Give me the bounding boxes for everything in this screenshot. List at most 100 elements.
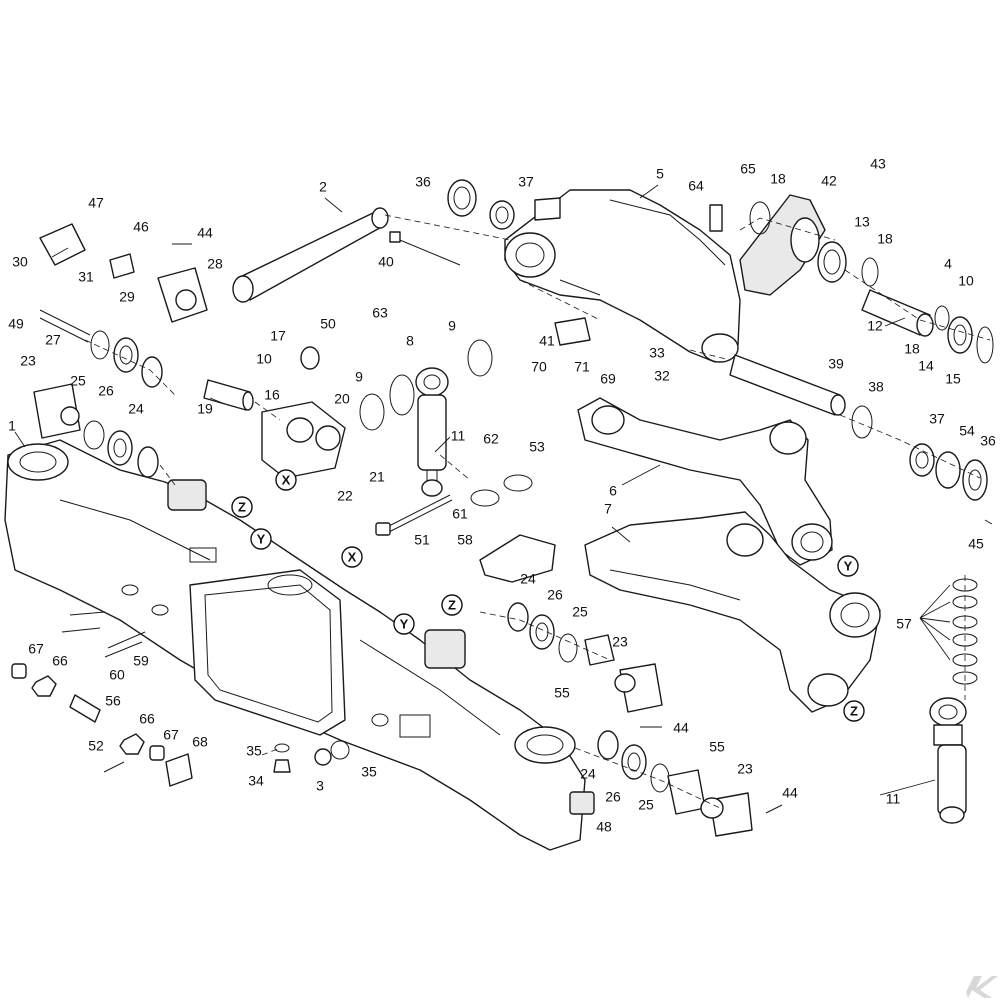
reference-markers: Z Y X X Z Y Y Z <box>231 469 865 722</box>
hydraulic-cylinder-upper <box>415 367 449 497</box>
callout-53: 53 <box>529 439 545 455</box>
callout-58: 58 <box>457 532 473 548</box>
axle-housing <box>4 439 586 851</box>
callout-25a: 25 <box>70 373 86 389</box>
callout-49: 49 <box>8 316 24 332</box>
callout-23b: 23 <box>612 634 628 650</box>
callout-9b: 9 <box>355 369 363 385</box>
callout-32: 32 <box>654 368 670 384</box>
callout-48: 48 <box>596 819 612 835</box>
callout-4: 4 <box>944 256 952 272</box>
callout-5: 5 <box>656 166 664 182</box>
bolt-40 <box>389 231 461 266</box>
callout-19: 19 <box>197 401 213 417</box>
callout-71: 71 <box>574 359 590 375</box>
ref-z-1: Z <box>238 499 246 514</box>
callout-47: 47 <box>88 195 104 211</box>
bolts <box>61 243 993 814</box>
callout-52: 52 <box>88 738 104 754</box>
callout-37a: 37 <box>518 174 534 190</box>
callout-6: 6 <box>609 483 617 499</box>
callout-67b: 67 <box>163 727 179 743</box>
callout-55b: 55 <box>709 739 725 755</box>
pin-19 <box>203 379 254 411</box>
flanges <box>11 204 753 837</box>
callout-65: 65 <box>740 161 756 177</box>
callout-7: 7 <box>604 501 612 517</box>
sleeve-12 <box>861 289 934 337</box>
callout-24b: 24 <box>520 571 536 587</box>
callout-17: 17 <box>270 328 286 344</box>
callout-44a: 44 <box>197 225 213 241</box>
lower-arm <box>584 511 881 713</box>
callout-20: 20 <box>334 391 350 407</box>
callout-23a: 23 <box>20 353 36 369</box>
callout-66a: 66 <box>52 653 68 669</box>
callout-23c: 23 <box>737 761 753 777</box>
callout-60: 60 <box>109 667 125 683</box>
ref-x-1: X <box>282 472 291 487</box>
callout-8: 8 <box>406 333 414 349</box>
callout-18a: 18 <box>770 171 786 187</box>
callout-37b: 37 <box>929 411 945 427</box>
callout-63: 63 <box>372 305 388 321</box>
callout-36a: 36 <box>415 174 431 190</box>
axle-shaft-27 <box>39 309 91 343</box>
callout-12: 12 <box>867 318 883 334</box>
callout-14: 14 <box>918 358 934 374</box>
callout-18b: 18 <box>877 231 893 247</box>
callout-13: 13 <box>854 214 870 230</box>
callout-34: 34 <box>248 773 264 789</box>
callout-11b: 11 <box>886 791 901 807</box>
callout-25b: 25 <box>572 604 588 620</box>
callout-11a: 11 <box>451 428 466 444</box>
ref-z-3: Z <box>850 703 858 718</box>
callout-29: 29 <box>119 289 135 305</box>
callout-68: 68 <box>192 734 208 750</box>
assembly-guides <box>84 214 991 809</box>
callout-22: 22 <box>337 488 353 504</box>
callout-24a: 24 <box>128 401 144 417</box>
link-arm <box>577 397 833 566</box>
bolt-51 <box>375 494 453 536</box>
callout-61: 61 <box>452 506 468 522</box>
callout-70: 70 <box>531 359 547 375</box>
ref-z-2: Z <box>448 597 456 612</box>
callout-67a: 67 <box>28 641 44 657</box>
callout-27: 27 <box>45 332 61 348</box>
callout-51: 51 <box>414 532 430 548</box>
ref-y-1: Y <box>257 531 266 546</box>
callout-26a: 26 <box>98 383 114 399</box>
callout-35b: 35 <box>361 764 377 780</box>
callout-43: 43 <box>870 156 886 172</box>
callout-57: 57 <box>896 616 912 632</box>
callout-10b: 10 <box>958 273 974 289</box>
ref-x-2: X <box>348 549 357 564</box>
callout-2: 2 <box>319 179 327 195</box>
callout-64: 64 <box>688 178 704 194</box>
callout-33: 33 <box>649 345 665 361</box>
callout-38: 38 <box>868 379 884 395</box>
callout-15: 15 <box>945 371 961 387</box>
callout-35a: 35 <box>246 743 262 759</box>
pivot-pin-2 <box>232 207 389 303</box>
callout-41: 41 <box>539 333 555 349</box>
callout-44c: 44 <box>782 785 798 801</box>
ref-y-3: Y <box>844 558 853 573</box>
callout-16: 16 <box>264 387 280 403</box>
callout-62: 62 <box>483 431 499 447</box>
callout-56: 56 <box>105 693 121 709</box>
callout-1: 1 <box>8 418 16 434</box>
callout-26c: 26 <box>605 789 621 805</box>
callout-39: 39 <box>828 356 844 372</box>
callout-9a: 9 <box>448 318 456 334</box>
ref-y-2: Y <box>400 616 409 631</box>
callout-30: 30 <box>12 254 28 270</box>
callout-45: 45 <box>968 536 984 552</box>
callout-59: 59 <box>133 653 149 669</box>
callout-40: 40 <box>378 254 394 270</box>
callout-26b: 26 <box>547 587 563 603</box>
callout-3: 3 <box>316 778 324 794</box>
callout-55a: 55 <box>554 685 570 701</box>
